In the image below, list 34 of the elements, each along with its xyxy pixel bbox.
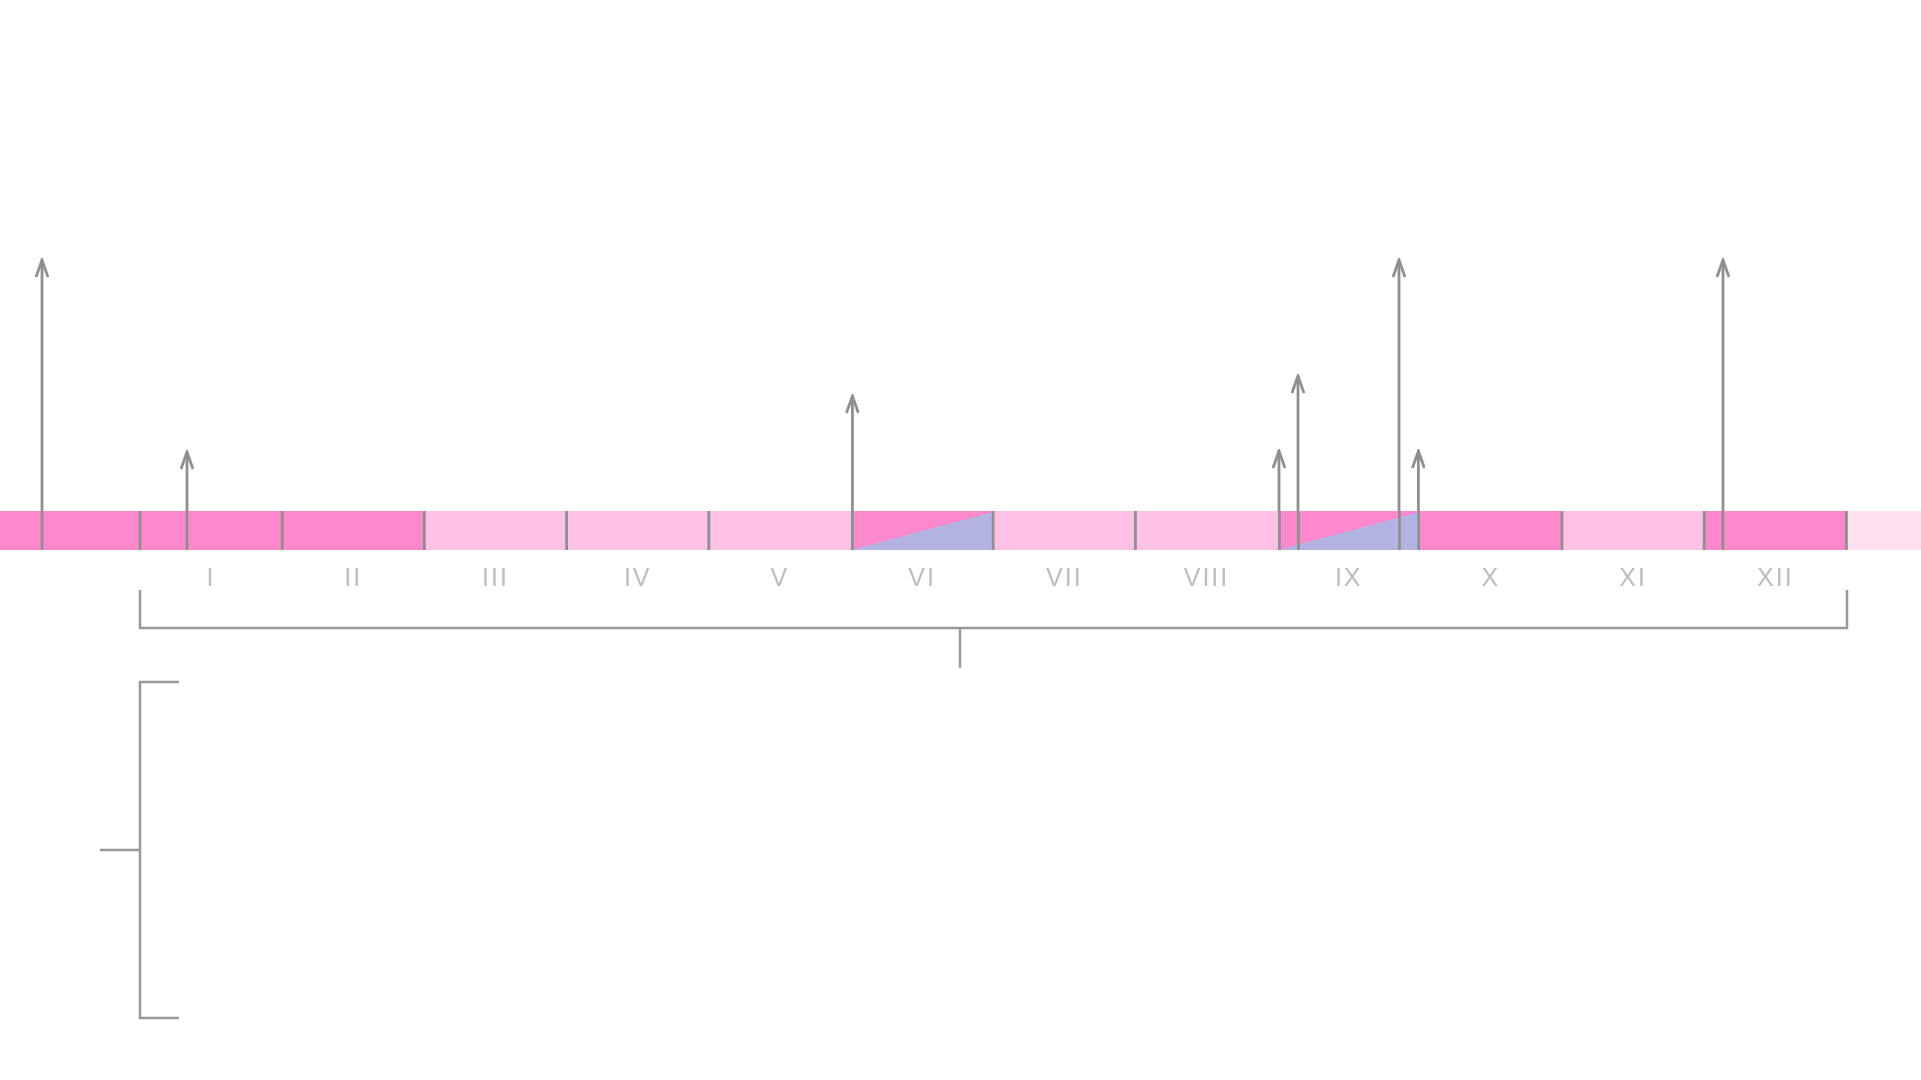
timeline-segment [424,511,567,550]
month-label: II [344,565,363,590]
month-label: V [770,565,790,590]
timeline-segment [993,511,1136,550]
arrow [1715,258,1731,511]
timeline-segment [708,511,851,550]
timeline-segment [1277,511,1420,550]
month-label: IX [1334,565,1363,590]
month-label: I [206,565,216,590]
timeline-segment [1419,511,1562,550]
month-label: XII [1757,565,1794,590]
month-label: VIII [1183,565,1230,590]
arrow [1290,374,1306,511]
month-label: IV [623,565,652,590]
timeline-segment [1135,511,1278,550]
timeline-segment [1704,511,1847,550]
arrow [1411,449,1426,511]
timeline-segment [566,511,709,550]
month-label: III [482,565,509,590]
timeline-segment [1846,511,1921,550]
arrow [845,394,860,511]
month-label: XI [1619,565,1647,590]
timeline-segment [0,511,140,550]
month-label: VII [1046,565,1083,590]
month-label: VI [908,565,936,590]
arrow [1271,449,1287,511]
timeline-segment [140,511,283,550]
arrow [34,258,50,511]
timeline-segment [1562,511,1705,550]
arrow [179,450,195,511]
month-label: X [1481,565,1501,590]
arrow [1391,258,1407,511]
timeline-segment [851,511,994,550]
timeline-segment [282,511,425,550]
